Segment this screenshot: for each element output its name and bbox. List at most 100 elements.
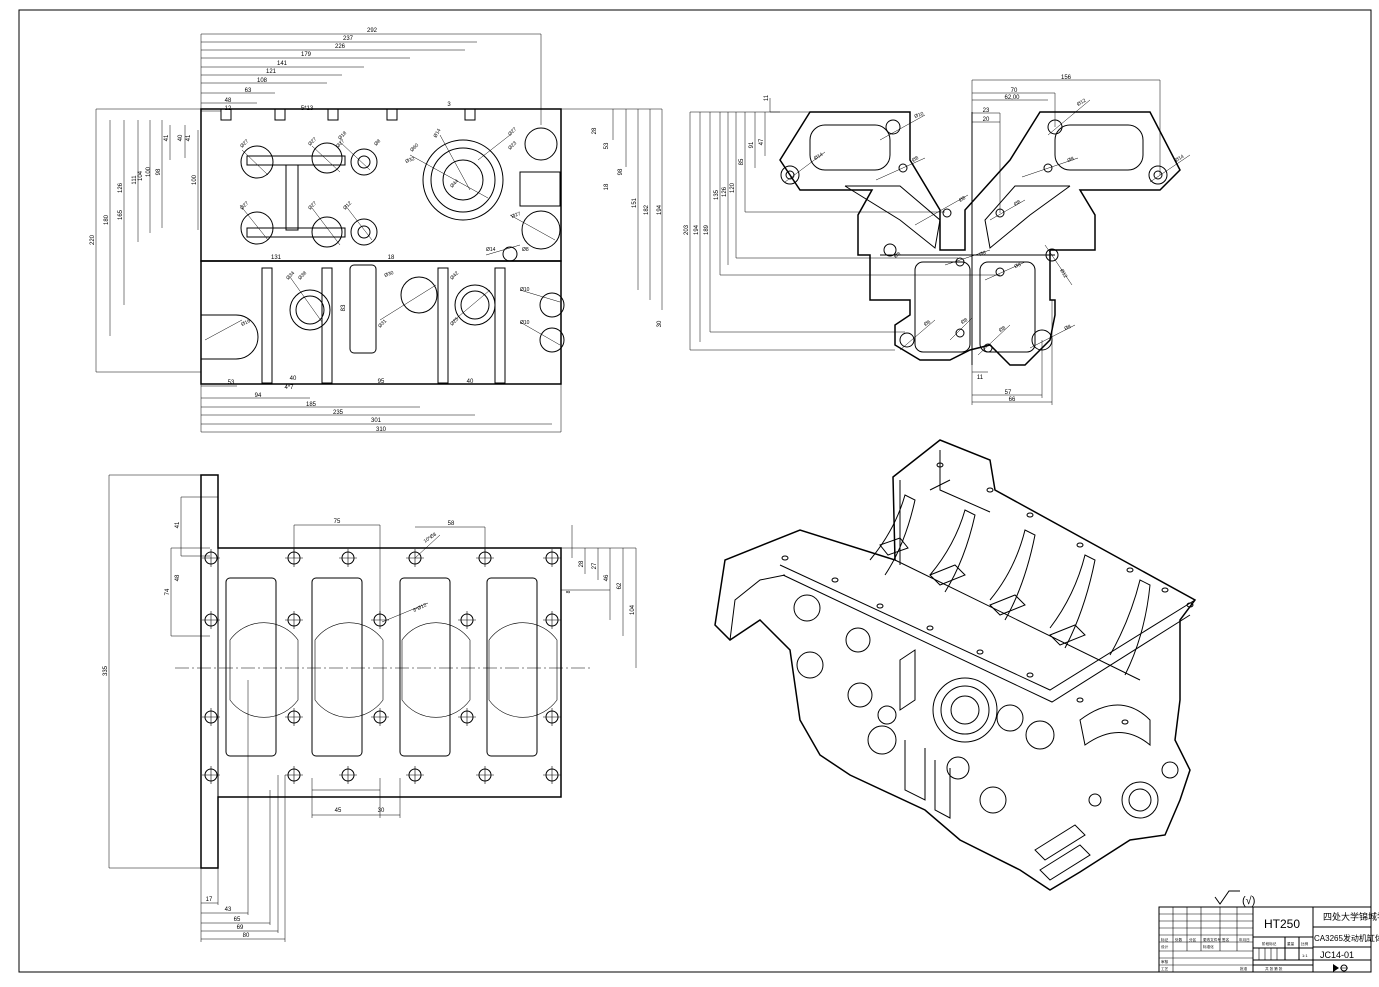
iso-bolt-hole [876,603,884,609]
tb-label-review: 审核 [1161,959,1169,964]
top-dimension-lines [108,474,637,942]
side-hole-label: Ø14 [1174,154,1185,164]
front-dim-41-left: 41 [164,134,170,141]
tb-part-name: CA3265发动机缸体 [1314,933,1379,943]
front-dim-28: 28 [592,127,598,134]
top-dim-27: 27 [592,562,598,569]
front-hole-label: Ø60 [409,142,420,153]
front-hole-label: Ø12 [342,200,353,211]
front-hole-label: Ø14 [433,128,443,139]
surface-finish-note: (√) [1242,895,1255,907]
front-rib-1 [261,267,273,384]
surface-finish: (√) [1214,890,1255,907]
iso-bolt-hole [926,625,934,631]
iso-bolt-hole [986,487,994,493]
side-dim-194: 194 [694,224,700,235]
iso-bolt-hole [831,577,839,583]
side-dim-23: 23 [983,108,990,114]
front-dim-5x13: 5*13 [301,106,314,112]
front-dim-165: 165 [118,209,124,220]
front-dim-121: 121 [266,69,277,75]
top-leaders [381,534,441,623]
front-dim-18-inner: 18 [388,255,395,261]
tb-label-change-doc: 更改文件号 [1203,937,1221,942]
title-block: 标记 处数 分区 更改文件号 签名 年月日 设计 标准化 审核 工艺 批准 阶段… [1158,906,1379,973]
bolt-hole-cross [458,708,476,726]
front-slot-left [285,164,299,231]
side-hole-label: Ø8 [911,155,920,164]
front-dim-40-right: 40 [467,379,474,385]
tb-label-zone: 分区 [1189,937,1197,942]
iso-bolt-hole [1026,672,1034,678]
side-pocket-right [1054,124,1144,171]
front-leaders [204,134,561,346]
top-dim-texts: 75 58 10*Ø8 41 48 74 335 28 27 46 62 104… [103,519,636,939]
front-dim-30: 30 [657,320,663,327]
front-hole-label: Ø27 [335,138,346,149]
front-dim-185: 185 [306,402,317,408]
iso-cylinder-caps [879,537,1086,646]
front-hole-label: Ø27 [239,138,250,149]
front-view: 292 237 226 179 141 121 108 63 48 12 5*1… [90,28,663,433]
tb-label-count: 处数 [1175,937,1183,942]
front-dim-194: 194 [657,204,663,215]
side-hole-label: Ø12 [1058,268,1068,279]
front-dim-63: 63 [245,88,252,94]
side-hole-label: Ø6 [923,319,932,328]
front-dim-235: 235 [333,410,344,416]
top-dim-41: 41 [175,521,181,528]
side-dim-texts: 156 70 62,00 23 20 11 203 194 189 135 12… [684,75,1072,403]
top-holes [202,549,561,784]
front-dim-100-inner: 100 [192,174,198,185]
top-bore-1 [229,622,299,718]
side-hole-label: Ø8 [893,251,902,260]
bolt-hole-cross [543,766,561,784]
side-dimension-lines [689,79,1161,405]
side-dim-126: 126 [722,186,728,197]
front-holes [240,127,565,353]
top-bore-3 [401,622,471,718]
bolt-hole-cross [543,549,561,567]
iso-bulkheads [869,494,1151,747]
front-dim-226: 226 [335,44,346,50]
front-hole-label: Ø27 [307,200,318,211]
front-dim-40-bottom: 40 [290,376,297,382]
front-hole-label: Ø44 [449,178,460,189]
front-boss-right [519,171,561,207]
iso-outline [714,439,1197,891]
top-flange [217,547,562,798]
side-dim-11-bottom: 11 [977,375,984,381]
bolt-hole-cross [202,611,220,629]
top-dim-17: 17 [206,897,213,903]
front-dim-131: 131 [271,255,282,261]
front-dim-4x7: 4*7 [284,385,294,391]
tb-label-process: 工艺 [1161,966,1169,971]
front-hole-label: Ø14 [486,247,496,253]
front-dim-310: 310 [376,427,387,433]
top-dim-80: 80 [243,933,250,939]
side-dim-70: 70 [1011,88,1018,94]
bolt-hole-cross [202,708,220,726]
bolt-hole-cross [339,549,357,567]
iso-bosses [793,594,1179,881]
side-dim-135: 135 [714,189,720,200]
side-view: 156 70 62,00 23 20 11 203 194 189 135 12… [684,75,1191,405]
front-slot-center [349,264,377,354]
top-dim-8: 8 [566,590,572,593]
top-dim-10xd8: 10*Ø8 [423,531,438,544]
iso-bolt-hole [936,462,944,468]
front-hole-labels: Ø27 Ø27 Ø27 Ø27 Ø27 Ø27 Ø8 Ø8 Ø18 Ø14 Ø1… [239,126,529,329]
side-hole-label: Ø8 [1067,156,1076,164]
top-dim-30: 30 [378,808,385,814]
side-hole-label: Ø10 [914,111,925,120]
tb-label-design: 设计 [1161,944,1169,949]
iso-bolt-holes [781,462,1194,725]
front-left-bore [201,314,259,360]
front-rib-4 [494,267,506,384]
front-dim-220: 220 [90,234,96,245]
tb-label-standard: 标准化 [1203,944,1214,949]
side-dim-156: 156 [1061,75,1072,81]
front-hole-label: Ø42 [449,270,460,281]
tb-school: 四处大学锦城学 [1323,911,1379,922]
top-main-bearing-2 [311,577,363,757]
